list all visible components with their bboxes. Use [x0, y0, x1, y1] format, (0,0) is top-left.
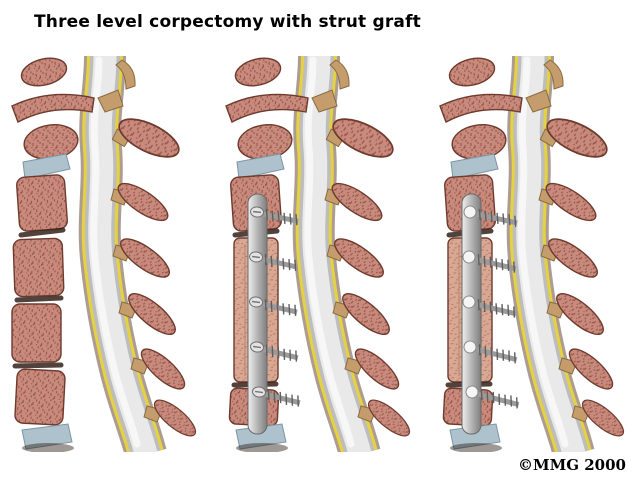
copyright-notice: ©MMG 2000	[518, 456, 626, 474]
vertebral-bodies	[12, 174, 74, 452]
spine-panel-graft-plate-long-screws	[434, 52, 634, 452]
figure-title: Three level corpectomy with strut graft	[34, 12, 422, 32]
spine-panels	[0, 52, 640, 457]
spine-panel-segmented	[6, 52, 206, 452]
spine-panel-graft-plate	[220, 52, 420, 452]
